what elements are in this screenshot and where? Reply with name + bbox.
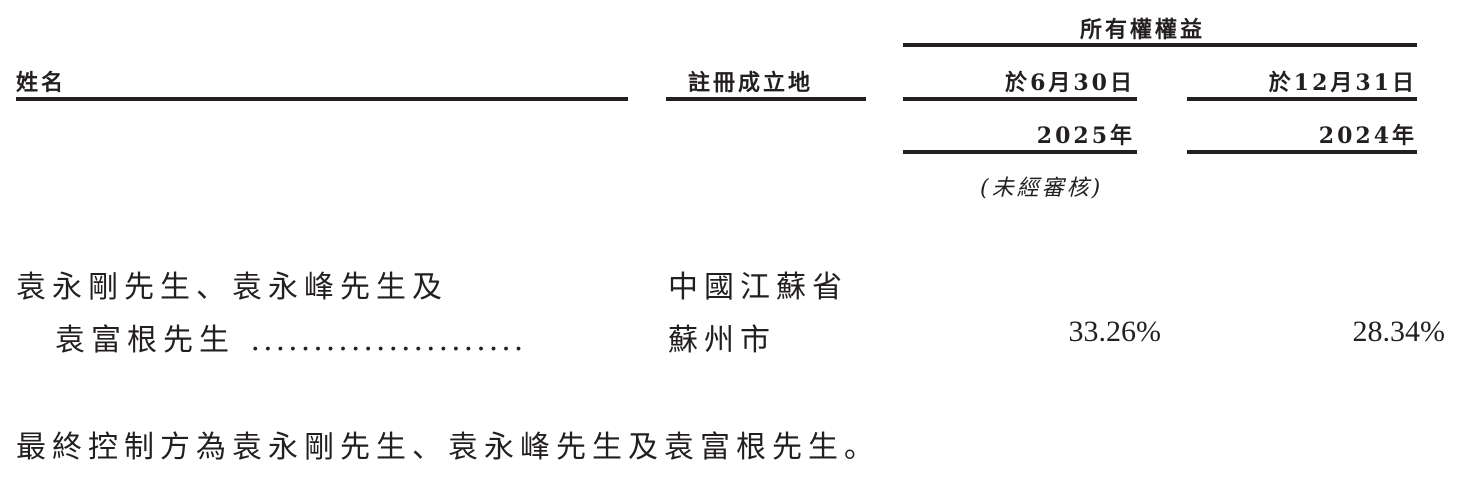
col-2024-year-rule bbox=[1187, 150, 1417, 154]
name-column-rule bbox=[16, 97, 628, 101]
col-2024-date-header: 於12月31日 bbox=[1268, 70, 1417, 96]
ownership-interest-header: 所有權權益 bbox=[1080, 17, 1206, 43]
ownership-interest-rule bbox=[903, 43, 1417, 47]
col-2025-date-header: 於6月30日 bbox=[1005, 70, 1135, 96]
place-line2: 蘇州市 bbox=[668, 323, 776, 358]
shareholder-name-line1: 袁永剛先生、袁永峰先生及 bbox=[16, 270, 448, 305]
shareholder-name-line2: 袁富根先生 ...................... bbox=[55, 315, 526, 359]
col-2025-year-header: 2025年 bbox=[1036, 123, 1135, 149]
unaudited-note: (未經審核) bbox=[980, 176, 1104, 201]
place-line1: 中國江蘇省 bbox=[668, 270, 848, 305]
ownership-2025-value: 33.26% bbox=[1068, 315, 1162, 348]
col-2024-year-header: 2024年 bbox=[1318, 123, 1417, 149]
name-column-header: 姓名 bbox=[16, 70, 67, 96]
col-2025-date-rule bbox=[903, 97, 1137, 101]
leader-dots: ...................... bbox=[250, 323, 527, 358]
ownership-2024-value: 28.34% bbox=[1352, 315, 1446, 348]
place-of-registration-header: 註冊成立地 bbox=[688, 70, 814, 96]
shareholder-name-line2-text: 袁富根先生 bbox=[55, 323, 235, 358]
col-2024-date-rule bbox=[1187, 97, 1417, 101]
col-2025-year-rule bbox=[903, 150, 1137, 154]
ultimate-controlling-party-note: 最終控制方為袁永剛先生、袁永峰先生及袁富根先生。 bbox=[16, 430, 880, 465]
place-column-rule bbox=[666, 97, 866, 101]
